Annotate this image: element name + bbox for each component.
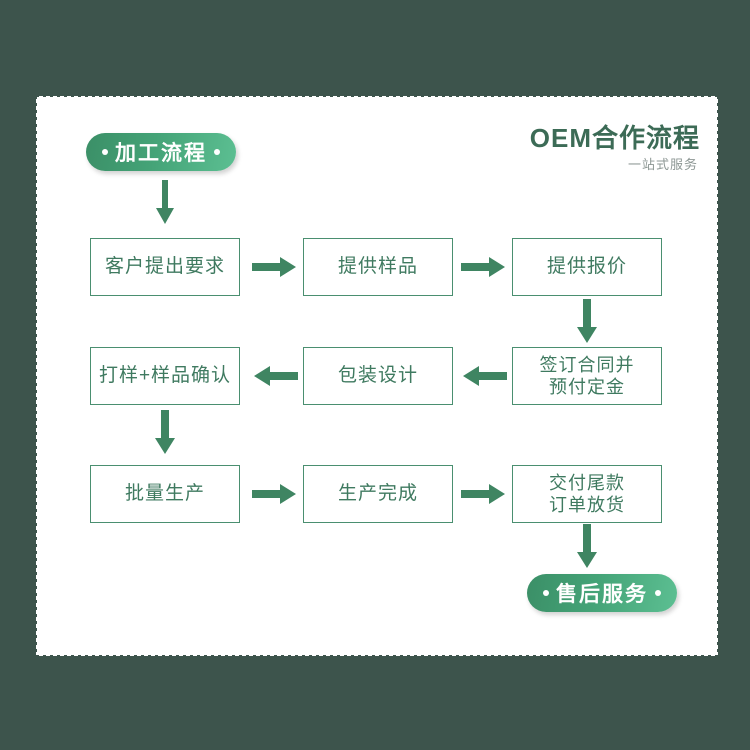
step-label: 提供样品 (337, 256, 418, 278)
step-box-7[interactable]: 批量生产 (90, 465, 240, 523)
step-label-line1: 交付尾款 (549, 472, 625, 493)
step-label: 交付尾款 订单放货 (549, 472, 625, 517)
bullet-dot-icon (655, 590, 661, 596)
bullet-dot-icon (102, 149, 108, 155)
end-pill-label: 售后服务 (556, 583, 648, 606)
start-pill[interactable]: 加工流程 (86, 133, 236, 171)
arrow-left-step4-step5 (461, 363, 507, 389)
page-title: OEM合作流程 (529, 123, 700, 153)
card-edge-bottom (36, 655, 718, 661)
arrow-right-step1-step2 (252, 254, 298, 280)
arrow-down-step6-step7 (152, 410, 178, 456)
step-box-1[interactable]: 客户提出要求 (90, 238, 240, 296)
arrow-right-step8-step9 (461, 481, 507, 507)
step-label: 批量生产 (124, 483, 205, 505)
step-label: 生产完成 (337, 483, 418, 505)
bullet-dot-icon (214, 149, 220, 155)
step-box-2[interactable]: 提供样品 (303, 238, 453, 296)
step-label: 签订合同并 预付定金 (540, 354, 635, 399)
arrow-down-step3-step4 (574, 299, 600, 345)
step-box-8[interactable]: 生产完成 (303, 465, 453, 523)
card-edge-left (31, 96, 37, 656)
step-label: 客户提出要求 (104, 256, 225, 278)
step-box-4[interactable]: 签订合同并 预付定金 (512, 347, 662, 405)
step-label-line1: 签订合同并 (539, 354, 635, 375)
bullet-dot-icon (543, 590, 549, 596)
arrow-down-step9-end (574, 524, 600, 570)
arrow-left-step5-step6 (252, 363, 298, 389)
step-label-line2: 预付定金 (549, 377, 625, 397)
arrow-right-step2-step3 (461, 254, 507, 280)
card-edge-top (36, 91, 718, 97)
step-label-line2: 订单放货 (549, 495, 625, 515)
step-label: 打样+样品确认 (98, 365, 232, 387)
step-label: 包装设计 (337, 365, 418, 387)
end-pill[interactable]: 售后服务 (527, 574, 677, 612)
card-edge-right (717, 96, 723, 656)
page-subtitle: 一站式服务 (627, 157, 698, 172)
arrow-down-start-step1 (152, 180, 178, 226)
step-box-5[interactable]: 包装设计 (303, 347, 453, 405)
start-pill-label: 加工流程 (115, 142, 207, 165)
step-box-9[interactable]: 交付尾款 订单放货 (512, 465, 662, 523)
step-box-3[interactable]: 提供报价 (512, 238, 662, 296)
step-box-6[interactable]: 打样+样品确认 (90, 347, 240, 405)
paper-card: OEM合作流程 一站式服务 加工流程 客户提出要求 提供样品 (31, 91, 723, 661)
step-label: 提供报价 (546, 256, 627, 278)
arrow-right-step7-step8 (252, 481, 298, 507)
